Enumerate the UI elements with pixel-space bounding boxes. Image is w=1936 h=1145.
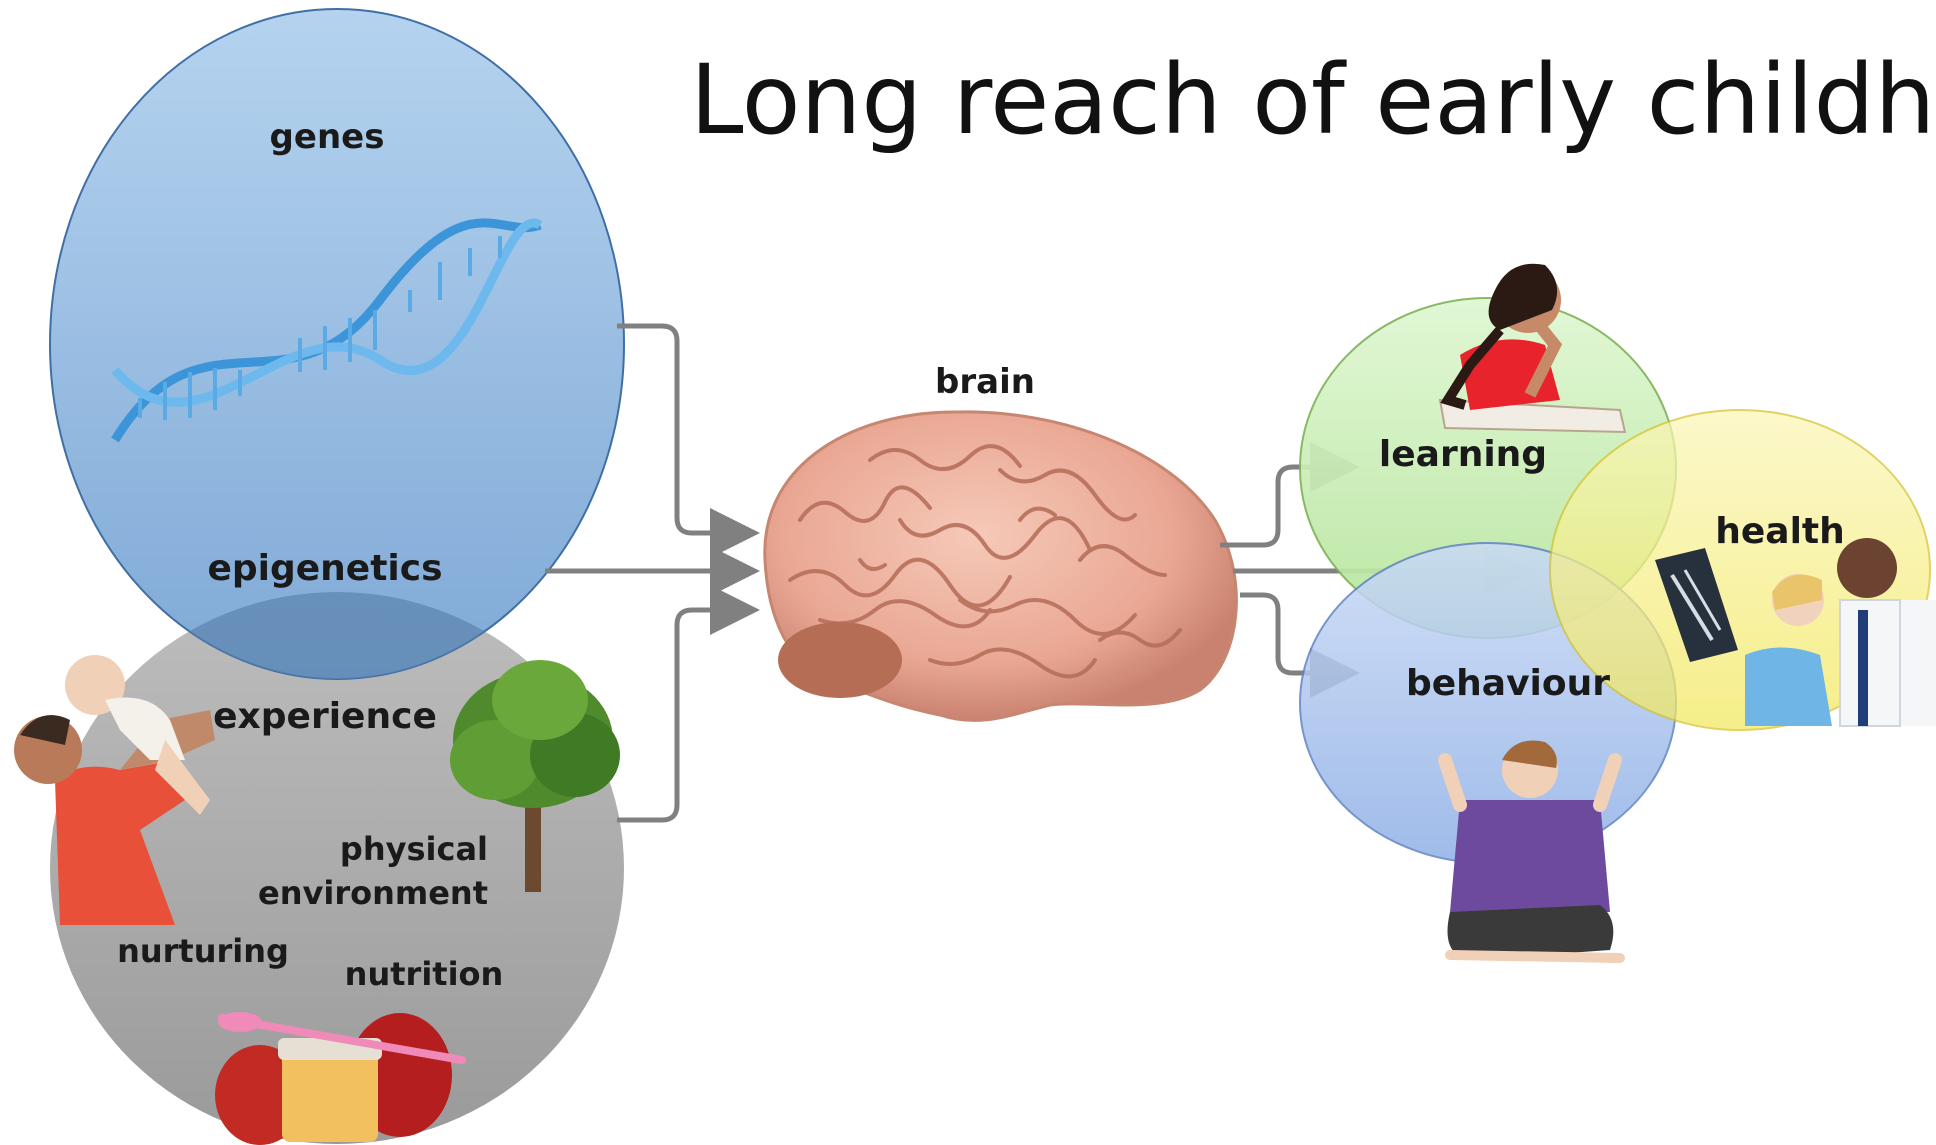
arrow-brain-to-behaviour: [1240, 592, 1360, 698]
behaviour-label: behaviour: [1406, 663, 1610, 704]
health-circle: [1549, 409, 1931, 731]
brain-icon: [763, 410, 1238, 722]
arrow-brain-to-learning: [1220, 442, 1360, 548]
nurturing-label: nurturing: [117, 932, 289, 970]
dna-helix-icon: [111, 218, 543, 443]
brain-label: brain: [935, 362, 1035, 402]
arrow-experience-to-brain: [617, 585, 760, 823]
doctors-xray-icon: [1655, 538, 1936, 727]
parent-child-icon: [14, 655, 215, 925]
epigenetics-label: epigenetics: [207, 548, 442, 589]
genes-label: genes: [270, 117, 385, 157]
page-title: Long reach of early childho: [690, 44, 1936, 156]
apples-and-food-jar-icon: [215, 1012, 466, 1145]
outcomes-venn: [1299, 297, 1931, 864]
health-label: health: [1715, 511, 1845, 552]
nutrition-label: nutrition: [345, 955, 504, 993]
environment-label: environment: [258, 874, 488, 912]
learning-label: learning: [1379, 434, 1547, 475]
boy-sitting-icon: [1438, 740, 1625, 963]
experience-label: experience: [213, 696, 437, 737]
girl-reading-icon: [1438, 263, 1627, 434]
physical-label: physical: [340, 830, 488, 868]
tree-icon: [450, 660, 620, 892]
input-arrows: [545, 323, 760, 823]
arrow-genes-to-brain: [617, 323, 760, 558]
